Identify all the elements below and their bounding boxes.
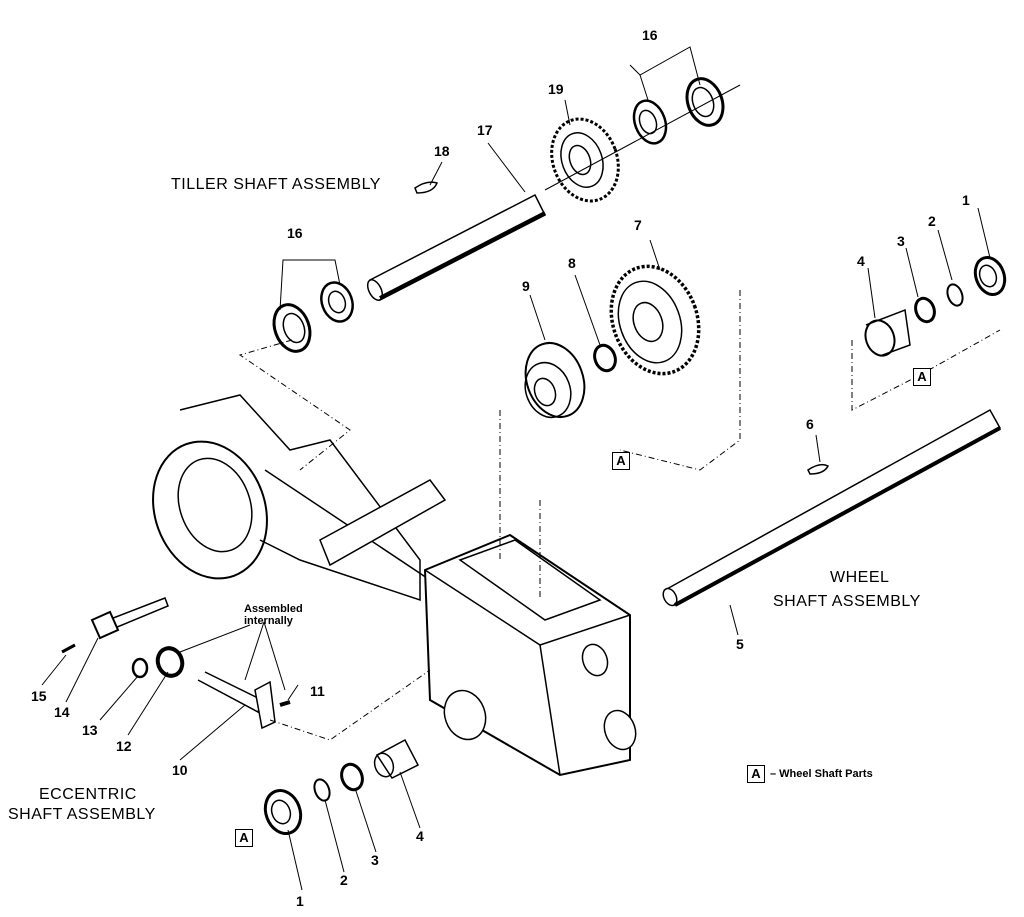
- reference-box-a: A: [913, 368, 931, 386]
- eccentric-shaft-assembly-title-line1: ECCENTRIC: [39, 786, 137, 803]
- washer-8: [593, 343, 617, 373]
- reference-box-a: A: [612, 452, 630, 470]
- callout-3: 3: [897, 233, 905, 249]
- woodruff-key-18: [414, 181, 439, 194]
- wheel-shaft-assembly-title-line2: SHAFT ASSEMBLY: [773, 593, 921, 610]
- callout-4: 4: [416, 828, 424, 844]
- callout-6: 6: [806, 416, 814, 432]
- hub-9: [524, 342, 586, 419]
- callout-5: 5: [736, 636, 744, 652]
- callout-1: 1: [296, 893, 304, 909]
- callout-16: 16: [287, 225, 303, 241]
- callout-10: 10: [172, 762, 188, 778]
- wheel-shaft-5: [662, 408, 1002, 607]
- bearing-16-left: [272, 281, 354, 353]
- gear-19: [550, 117, 620, 203]
- callout-7: 7: [634, 217, 642, 233]
- wheel-parts-right: [864, 256, 1007, 357]
- callout-13: 13: [82, 722, 98, 738]
- eccentric-shaft-assembly-title-line2: SHAFT ASSEMBLY: [8, 806, 156, 823]
- callout-3: 3: [371, 852, 379, 868]
- callout-12: 12: [116, 738, 132, 754]
- callout-16: 16: [642, 27, 658, 43]
- callout-9: 9: [522, 278, 530, 294]
- reference-box-a: A: [235, 829, 253, 847]
- eccentric-parts: [61, 597, 291, 730]
- callout-11: 11: [310, 683, 325, 699]
- callout-4: 4: [857, 253, 865, 269]
- callout-2: 2: [928, 213, 936, 229]
- callout-18: 18: [434, 143, 450, 159]
- woodruff-key-6: [807, 463, 830, 475]
- legend-a-symbol: A: [747, 765, 765, 783]
- assembled-internally-note-line1: Assembled: [244, 603, 303, 615]
- callout-8: 8: [568, 255, 576, 271]
- callout-19: 19: [548, 81, 564, 97]
- gear-7: [609, 264, 701, 376]
- tiller-housing: [152, 394, 447, 602]
- gear-box: [423, 533, 637, 777]
- wheel-shaft-assembly-title-line1: WHEEL: [830, 569, 890, 586]
- callout-14: 14: [54, 704, 70, 720]
- tiller-shaft-assembly-title: TILLER SHAFT ASSEMBLY: [171, 176, 381, 193]
- assembled-internally-note-line2: internally: [244, 615, 293, 627]
- tiller-shaft: [366, 193, 547, 302]
- bearing-16-top: [632, 77, 725, 145]
- callout-1: 1: [962, 192, 970, 208]
- callout-2: 2: [340, 872, 348, 888]
- callout-15: 15: [31, 688, 47, 704]
- callout-17: 17: [477, 122, 493, 138]
- wheel-parts-bottom: [263, 738, 420, 835]
- legend-text: – Wheel Shaft Parts: [770, 768, 873, 780]
